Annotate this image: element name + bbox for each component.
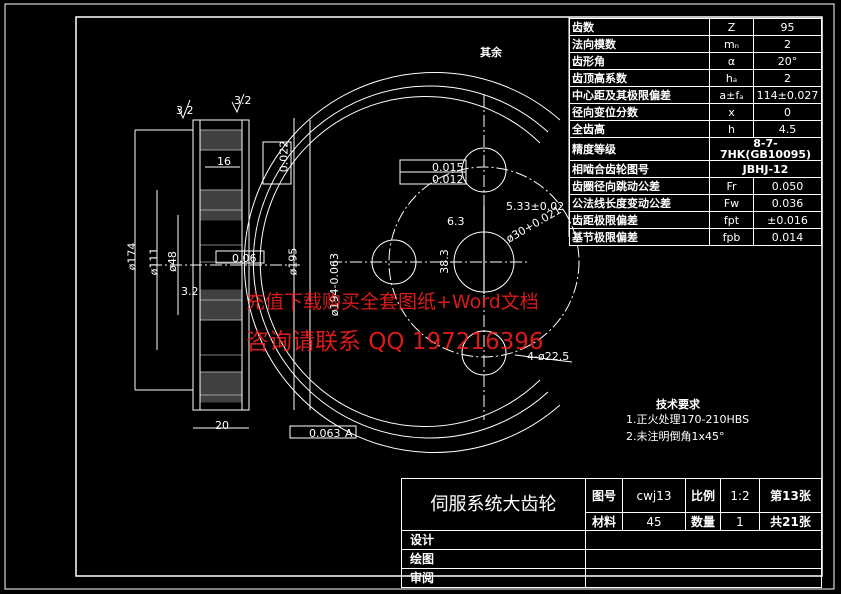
param-value: 95 bbox=[753, 18, 822, 36]
param-symbol: mₙ bbox=[709, 35, 754, 53]
scale-label: 比例 bbox=[685, 478, 721, 513]
dim-d174: ø174 bbox=[125, 242, 139, 271]
tech-req-heading: 技术要求 bbox=[656, 398, 700, 411]
draw-label: 绘图 bbox=[401, 549, 586, 569]
material-value: 45 bbox=[622, 512, 686, 531]
roughness-key: 6.3 bbox=[447, 215, 465, 228]
roughness-c: 3.2 bbox=[181, 285, 199, 298]
param-symbol: Fw bbox=[709, 194, 754, 212]
sheet-no: 第13张 bbox=[759, 478, 822, 513]
dim-20: 20 bbox=[215, 419, 229, 432]
param-name: 相啮合齿轮图号 bbox=[569, 160, 710, 178]
dim-holes: 4-ø22.5 bbox=[527, 350, 570, 363]
dim-16: 16 bbox=[217, 155, 231, 168]
design-label: 设计 bbox=[401, 530, 586, 550]
dim-d48: ø48 bbox=[165, 251, 179, 272]
tol-par: 0.015 bbox=[432, 161, 464, 174]
title-block: 伺服系统大齿轮 图号 cwj13 比例 1:2 第13张 材料 45 数量 1 … bbox=[401, 478, 822, 588]
param-value: 0 bbox=[753, 103, 822, 121]
roughness-b: 3.2 bbox=[176, 104, 194, 117]
tol-flat: 0.06 bbox=[232, 252, 257, 265]
tol-face: 0.063 bbox=[309, 427, 341, 440]
param-name: 径向变位分数 bbox=[569, 103, 710, 121]
param-symbol: hₐ bbox=[709, 69, 754, 87]
drawing-no: cwj13 bbox=[622, 478, 686, 513]
param-name: 齿形角 bbox=[569, 52, 710, 70]
param-symbol: Z bbox=[709, 18, 754, 36]
dim-38-3: 38.3 bbox=[437, 249, 451, 274]
param-name: 齿顶高系数 bbox=[569, 69, 710, 87]
qty-value: 1 bbox=[720, 512, 760, 531]
param-symbol: fpt bbox=[709, 211, 754, 229]
param-value: 4.5 bbox=[753, 120, 822, 138]
tol-perp: 0.012 bbox=[432, 173, 464, 186]
param-symbol: α bbox=[709, 52, 754, 70]
gear-front-view bbox=[243, 72, 580, 453]
param-value: 2 bbox=[753, 35, 822, 53]
tol-runout: 0.022 bbox=[277, 140, 291, 173]
param-name: 法向模数 bbox=[569, 35, 710, 53]
qty-label: 数量 bbox=[685, 512, 721, 531]
param-name: 齿距极限偏差 bbox=[569, 211, 710, 229]
param-symbol: h bbox=[709, 120, 754, 138]
param-name: 精度等级 bbox=[569, 137, 710, 161]
param-value: 0.014 bbox=[753, 228, 822, 246]
dim-key: 5.33±0.02 bbox=[506, 200, 565, 213]
param-value: ±0.016 bbox=[753, 211, 822, 229]
param-value: JBHJ-12 bbox=[709, 160, 822, 178]
param-value: 8-7-7HK(GB10095) bbox=[709, 137, 822, 161]
param-symbol: fpb bbox=[709, 228, 754, 246]
review-label: 审阅 bbox=[401, 568, 586, 588]
param-name: 全齿高 bbox=[569, 120, 710, 138]
drawing-no-label: 图号 bbox=[585, 478, 623, 513]
watermark-line2: 咨询请联系 QQ 197216396 bbox=[246, 329, 544, 355]
param-name: 中心距及其极限偏差 bbox=[569, 86, 710, 104]
param-value: 2 bbox=[753, 69, 822, 87]
param-symbol: a±fₐ bbox=[709, 86, 754, 104]
watermark-line1: 充值下载购买全套图纸+Word文档 bbox=[246, 291, 539, 313]
param-name: 齿数 bbox=[569, 18, 710, 36]
param-value: 0.036 bbox=[753, 194, 822, 212]
total-sheets: 共21张 bbox=[759, 512, 822, 531]
gear-section-view bbox=[134, 93, 357, 439]
param-symbol: Fr bbox=[709, 177, 754, 195]
surface-finish-note: 其余 bbox=[480, 46, 502, 59]
drawing-title: 伺服系统大齿轮 bbox=[401, 478, 586, 531]
param-name: 齿圈径向跳动公差 bbox=[569, 177, 710, 195]
dim-d195: ø195 bbox=[286, 247, 300, 276]
tech-req-item: 2.未注明倒角1x45° bbox=[626, 430, 725, 443]
material-label: 材料 bbox=[585, 512, 623, 531]
scale-value: 1:2 bbox=[720, 478, 760, 513]
param-value: 114±0.027 bbox=[753, 86, 822, 104]
param-name: 基节极限偏差 bbox=[569, 228, 710, 246]
tech-req-item: 1.正火处理170-210HBS bbox=[626, 413, 750, 426]
dim-d111: ø111 bbox=[147, 247, 161, 276]
param-name: 公法线长度变动公差 bbox=[569, 194, 710, 212]
roughness-a: 3.2 bbox=[234, 94, 252, 107]
param-symbol: x bbox=[709, 103, 754, 121]
datum-a: A bbox=[345, 427, 353, 440]
param-value: 20° bbox=[753, 52, 822, 70]
param-value: 0.050 bbox=[753, 177, 822, 195]
